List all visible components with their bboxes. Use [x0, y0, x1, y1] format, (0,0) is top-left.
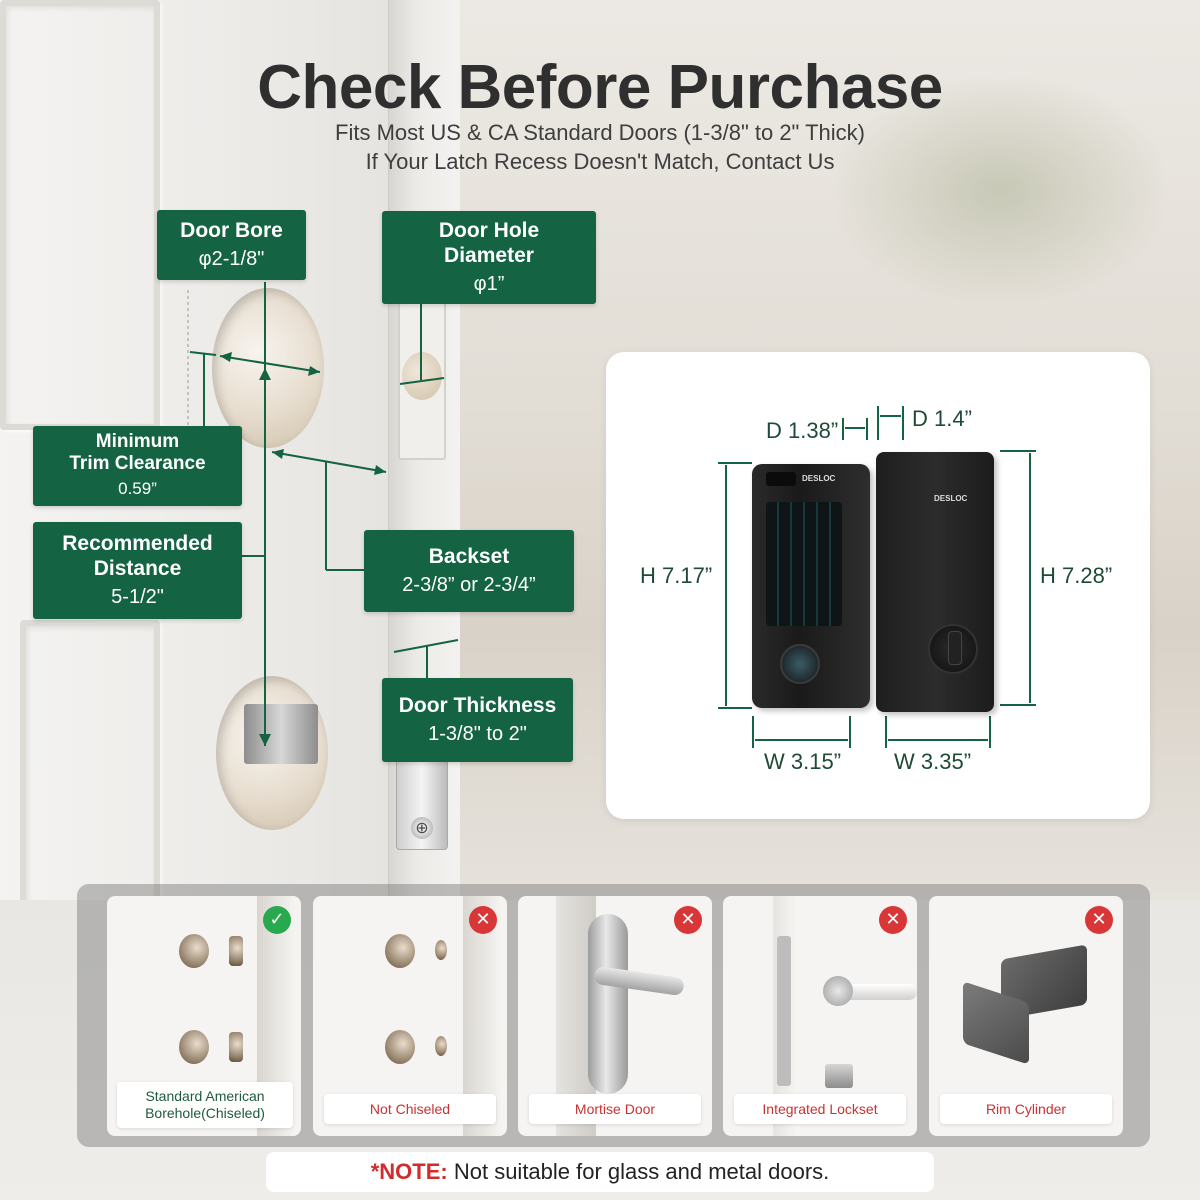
door-type-label: Rim Cylinder — [940, 1094, 1112, 1124]
arrowhead — [220, 352, 232, 362]
arrowhead — [272, 449, 284, 459]
trim-clearance-arrow — [189, 351, 217, 356]
front-depth-label: D 1.38” — [766, 418, 839, 443]
fingerprint-sensor-icon — [780, 644, 820, 684]
callout-min-trim-clearance: Minimum Trim Clearance 0.59” — [33, 426, 242, 506]
front-width-label: W 3.15” — [764, 749, 842, 774]
cross-icon: ✕ — [879, 906, 907, 934]
mortise-plate — [588, 914, 628, 1094]
arrowhead — [308, 366, 320, 376]
door-type-card-not-chiseled: ✕ Not Chiseled — [313, 896, 507, 1136]
callout-title: Minimum — [95, 431, 180, 452]
door-type-card-mortise: ✕ Mortise Door — [518, 896, 712, 1136]
callout-title: Trim Clearance — [69, 453, 206, 474]
callout-title: Door Hole — [438, 218, 540, 242]
callout-value: 2-3/8” or 2-3/4” — [402, 573, 536, 596]
callout-value: φ1” — [473, 272, 505, 295]
door-bore-arrow — [219, 355, 321, 373]
bore-hole — [179, 934, 209, 968]
latch-plate — [777, 936, 791, 1086]
callout-title: Door Thickness — [398, 693, 557, 717]
screw-icon: ⊕ — [411, 817, 433, 839]
lock-exterior-unit: DESLOC — [752, 464, 870, 708]
door-type-label: Standard American Borehole(Chiseled) — [117, 1082, 293, 1128]
callout-value: 1-3/8" to 2" — [428, 722, 527, 745]
compatibility-note: *NOTE: Not suitable for glass and metal … — [266, 1152, 934, 1192]
arrowhead — [374, 465, 386, 475]
arrowhead — [259, 734, 271, 746]
note-text: Not suitable for glass and metal doors. — [453, 1159, 830, 1184]
callout-door-hole-diameter: Door Hole Diameter φ1” — [382, 211, 596, 304]
subtitle-line-2: If Your Latch Recess Doesn't Match, Cont… — [365, 149, 835, 174]
callout-title: Backset — [428, 544, 510, 568]
cross-icon: ✕ — [674, 906, 702, 934]
latch-hole — [435, 1036, 447, 1056]
door-type-label: Integrated Lockset — [734, 1094, 906, 1124]
bore-hole — [385, 934, 415, 968]
callout-value: φ2-1/8" — [198, 247, 265, 270]
callout-title: Recommended — [62, 531, 213, 555]
bore-hole — [385, 1030, 415, 1064]
callout-title: Distance — [93, 556, 182, 580]
brand-logo: DESLOC — [934, 494, 968, 503]
product-dimension-lines — [718, 406, 1036, 748]
callout-door-bore: Door Bore φ2-1/8" — [157, 210, 306, 280]
backset-arrow — [271, 451, 387, 473]
cross-icon: ✕ — [469, 906, 497, 934]
handle-rose — [823, 976, 853, 1006]
door-type-card-rim-cylinder: ✕ Rim Cylinder — [929, 896, 1123, 1136]
hole-diameter-arrow — [399, 377, 445, 385]
brand-logo: DESLOC — [802, 474, 836, 483]
blurred-plant — [840, 80, 1160, 300]
chisel-recess — [229, 936, 243, 966]
note-label: *NOTE: — [370, 1159, 448, 1184]
door-type-label: Mortise Door — [529, 1094, 701, 1124]
front-height-label: H 7.17” — [640, 563, 713, 588]
chisel-recess — [229, 1032, 243, 1062]
callout-value: 0.59” — [118, 479, 157, 498]
callout-recommended-distance: Recommended Distance 5-1/2" — [33, 522, 242, 619]
door-type-card-standard: ✓ Standard American Borehole(Chiseled) — [107, 896, 301, 1136]
back-depth-label: D 1.4” — [912, 406, 972, 431]
page-title: Check Before Purchase — [257, 53, 943, 122]
thumbturn-knob — [928, 624, 978, 674]
check-icon: ✓ — [263, 906, 291, 934]
deadbolt-cylinder — [825, 1064, 853, 1088]
door-type-card-integrated: ✕ Integrated Lockset — [723, 896, 917, 1136]
back-height-label: H 7.28” — [1040, 563, 1113, 588]
door-type-label: Not Chiseled — [324, 1094, 496, 1124]
cross-icon: ✕ — [1085, 906, 1113, 934]
arrowhead — [259, 368, 271, 380]
latch-hole — [435, 940, 447, 960]
callout-title: Door Bore — [180, 218, 283, 242]
subtitle-line-1: Fits Most US & CA Standard Doors (1-3/8"… — [335, 120, 865, 145]
callout-door-thickness: Door Thickness 1-3/8" to 2" — [382, 678, 573, 762]
latch-faceplate: ⊕ — [396, 758, 448, 850]
dimension-guides — [187, 282, 459, 746]
latch-recess — [398, 302, 446, 460]
display-bar — [766, 472, 796, 486]
door-bore-hole — [212, 288, 324, 448]
bore-hole — [179, 1030, 209, 1064]
back-width-label: W 3.35” — [894, 749, 972, 774]
callout-backset: Backset 2-3/8” or 2-3/4” — [364, 530, 574, 612]
keypad-screen — [766, 502, 842, 626]
callout-title: Diameter — [444, 243, 534, 267]
latch-bolt — [244, 704, 318, 764]
callout-value: 5-1/2" — [111, 585, 164, 608]
lock-interior-unit: DESLOC — [876, 452, 994, 712]
